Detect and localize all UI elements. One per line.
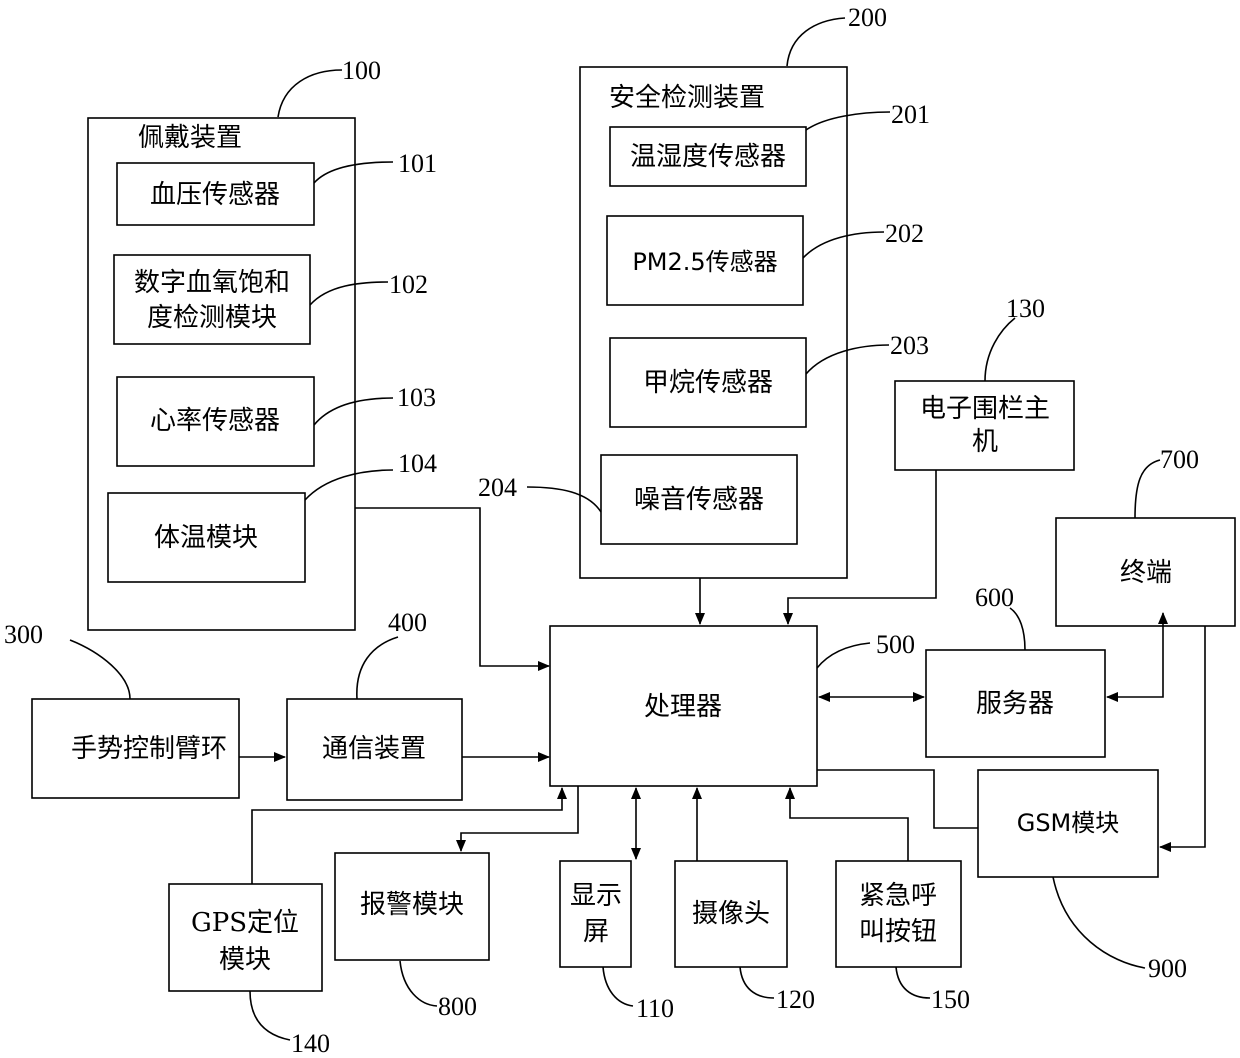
- leader-150: [896, 967, 930, 998]
- ref-300: 300: [4, 620, 43, 649]
- alarm-module-label: 报警模块: [360, 890, 464, 920]
- ref-700: 700: [1160, 445, 1199, 474]
- comm-device-label: 通信装置: [322, 734, 426, 764]
- processor-to-gsm-line: [817, 770, 978, 828]
- leader-140: [250, 991, 290, 1040]
- ref-102: 102: [389, 270, 428, 299]
- display-screen-box: 显示 屏: [560, 861, 631, 967]
- electronic-fence-host-label-line2: 机: [972, 427, 998, 457]
- bp-sensor-label: 血压传感器: [150, 180, 280, 210]
- comm-device-box: 通信装置: [287, 699, 462, 800]
- terminal-label: 终端: [1120, 558, 1172, 588]
- leader-600: [1010, 608, 1025, 650]
- gps-module-box: GPS定位 模块: [169, 884, 322, 991]
- ref-104: 104: [398, 449, 437, 478]
- temp-humidity-sensor-box: 温湿度传感器: [610, 127, 806, 186]
- processor-label: 处理器: [644, 692, 722, 722]
- ref-120: 120: [776, 985, 815, 1014]
- alarm-module-box: 报警模块: [335, 853, 489, 960]
- ref-103: 103: [397, 383, 436, 412]
- gps-module-label-line2: 模块: [219, 945, 271, 975]
- methane-sensor-box: 甲烷传感器: [610, 338, 806, 427]
- leader-130: [985, 318, 1015, 381]
- ref-101: 101: [398, 149, 437, 178]
- processor-to-alarm-arrow: [461, 786, 578, 851]
- body-temp-module-box: 体温模块: [108, 493, 305, 582]
- electronic-fence-host-label-line1: 电子围栏主: [920, 394, 1050, 424]
- ref-201: 201: [891, 100, 930, 129]
- terminal-box: 终端: [1056, 518, 1235, 626]
- ref-200: 200: [848, 3, 887, 32]
- emergency-to-processor-arrow: [790, 788, 908, 861]
- ref-203: 203: [890, 331, 929, 360]
- bp-sensor-box: 血压传感器: [117, 163, 314, 225]
- server-label: 服务器: [976, 689, 1054, 719]
- leader-700: [1135, 460, 1160, 518]
- ref-140: 140: [291, 1029, 330, 1058]
- processor-box: 处理器: [550, 626, 817, 786]
- ref-500: 500: [876, 630, 915, 659]
- terminal-to-gsm-arrow: [1160, 626, 1205, 847]
- leader-200: [787, 18, 845, 66]
- leader-500: [817, 643, 870, 668]
- leader-900: [1053, 877, 1145, 968]
- display-screen-label-line1: 显示: [570, 881, 622, 911]
- ref-150: 150: [931, 985, 970, 1014]
- emergency-call-button-label-line2: 叫按钮: [859, 917, 937, 947]
- heart-rate-sensor-label: 心率传感器: [150, 406, 280, 436]
- leader-120: [740, 967, 774, 998]
- ref-204: 204: [478, 473, 517, 502]
- gps-module-label-line1: GPS定位: [191, 908, 299, 938]
- noise-sensor-label: 噪音传感器: [634, 485, 764, 515]
- body-temp-module-label: 体温模块: [154, 523, 258, 553]
- camera-box: 摄像头: [675, 861, 787, 967]
- ref-100: 100: [342, 56, 381, 85]
- spo2-module-label-line1: 数字血氧饱和: [134, 268, 290, 298]
- pm25-sensor-label: PM2.5传感器: [632, 248, 777, 276]
- leader-800: [400, 961, 437, 1006]
- emergency-call-button-label-line1: 紧急呼: [859, 881, 937, 911]
- spo2-module-box: 数字血氧饱和 度检测模块: [114, 255, 310, 344]
- gesture-armband-box: 手势控制臂环: [32, 699, 239, 798]
- leader-400: [357, 637, 398, 699]
- ref-800: 800: [438, 992, 477, 1021]
- ref-110: 110: [636, 994, 674, 1023]
- leader-100: [278, 70, 342, 117]
- ref-202: 202: [885, 219, 924, 248]
- wearable-device-label: 佩戴装置: [138, 123, 242, 153]
- spo2-module-label-line2: 度检测模块: [147, 303, 277, 333]
- gesture-armband-label: 手势控制臂环: [71, 734, 227, 764]
- gsm-module-label: GSM模块: [1017, 809, 1120, 837]
- ref-600: 600: [975, 583, 1014, 612]
- ref-400: 400: [388, 608, 427, 637]
- pm25-sensor-box: PM2.5传感器: [607, 216, 803, 305]
- ref-900: 900: [1148, 954, 1187, 983]
- display-screen-label-line2: 屏: [583, 917, 609, 947]
- leader-110: [603, 967, 633, 1006]
- emergency-call-button-box: 紧急呼 叫按钮: [836, 861, 961, 967]
- temp-humidity-sensor-label: 温湿度传感器: [630, 142, 786, 172]
- leader-300: [70, 640, 130, 699]
- heart-rate-sensor-box: 心率传感器: [117, 377, 314, 466]
- camera-label: 摄像头: [692, 899, 770, 929]
- electronic-fence-host-box: 电子围栏主 机: [895, 381, 1074, 470]
- ref-130: 130: [1006, 294, 1045, 323]
- safety-device-label: 安全检测装置: [609, 83, 765, 113]
- methane-sensor-label: 甲烷传感器: [643, 368, 773, 398]
- server-box: 服务器: [926, 650, 1105, 757]
- noise-sensor-box: 噪音传感器: [601, 455, 797, 544]
- gsm-module-box: GSM模块: [978, 770, 1158, 877]
